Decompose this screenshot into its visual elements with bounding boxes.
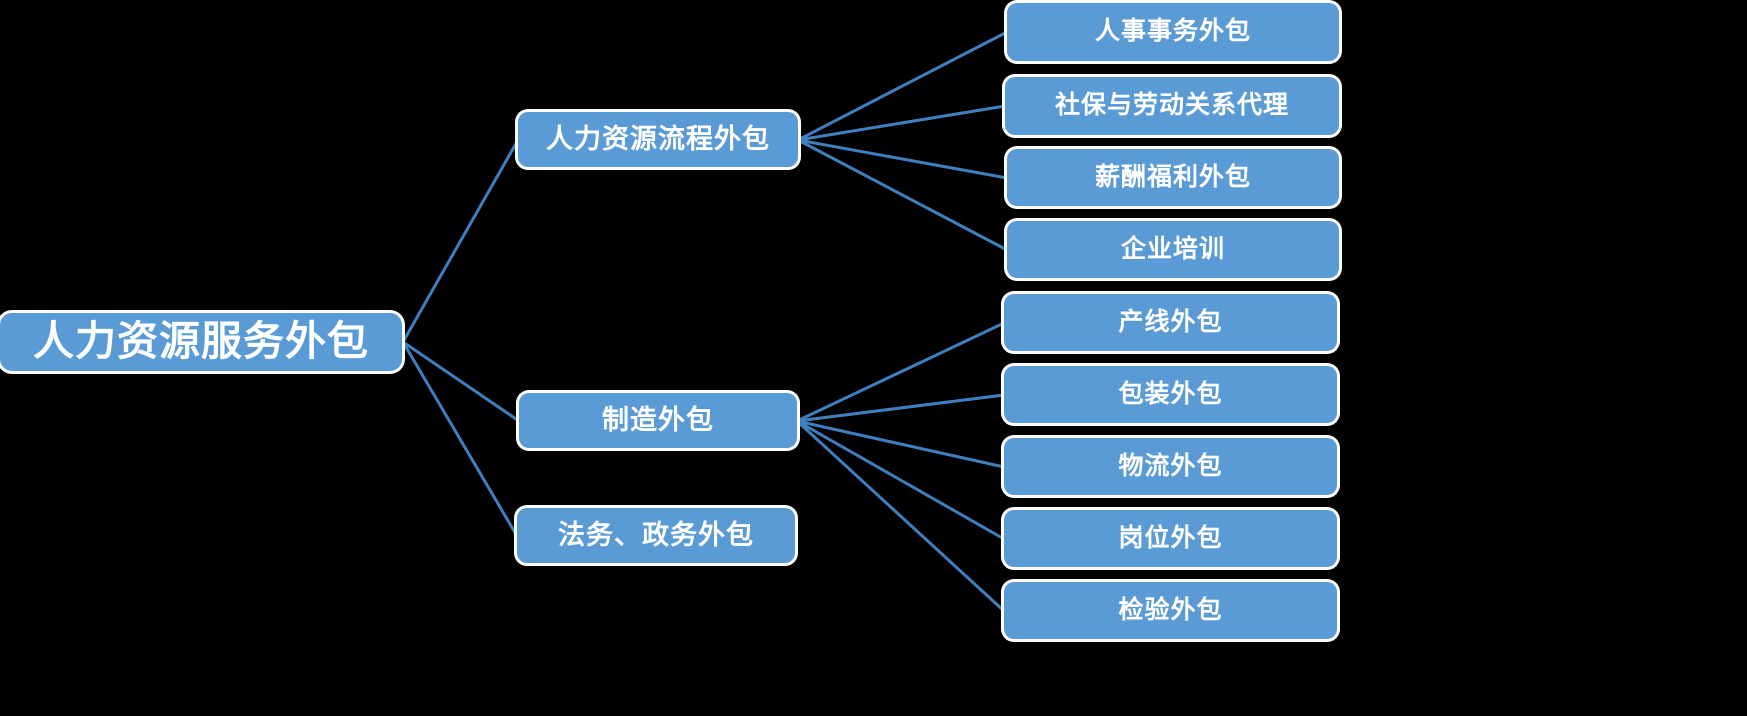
node-label: 人事事务外包: [1094, 17, 1251, 46]
leaf-node-hr-process-2[interactable]: 薪酬福利外包: [1007, 149, 1339, 206]
node-label: 产线外包: [1118, 307, 1223, 336]
connector-line: [402, 340, 520, 423]
connector-line: [796, 393, 1005, 423]
leaf-node-hr-process-0[interactable]: 人事事务外包: [1007, 3, 1339, 61]
connector-line: [796, 419, 1005, 469]
node-label: 包装外包: [1118, 379, 1223, 408]
node-label: 岗位外包: [1118, 523, 1223, 552]
branch-node-hr-process[interactable]: 人力资源流程外包: [518, 112, 798, 167]
node-label: 人力资源流程外包: [546, 123, 770, 154]
node-label: 人力资源服务外包: [33, 318, 369, 365]
leaf-node-manufacturing-4[interactable]: 检验外包: [1004, 582, 1337, 639]
connector-line: [797, 30, 1008, 142]
node-label: 薪酬福利外包: [1094, 162, 1251, 191]
leaf-node-manufacturing-2[interactable]: 物流外包: [1004, 438, 1337, 495]
leaf-node-manufacturing-3[interactable]: 岗位外包: [1004, 510, 1337, 567]
connector-line: [797, 104, 1006, 142]
branch-node-manufacturing[interactable]: 制造外包: [519, 393, 797, 448]
node-label: 企业培训: [1120, 234, 1225, 263]
connector-line: [401, 341, 519, 537]
connector-line: [796, 321, 1005, 423]
node-label: 社保与劳动关系代理: [1054, 91, 1289, 120]
node-label: 物流外包: [1118, 451, 1223, 480]
node-label: 法务、政务外包: [558, 519, 754, 550]
root-node[interactable]: 人力资源服务外包: [0, 313, 402, 371]
connector-line: [797, 138, 1008, 252]
node-label: 制造外包: [602, 404, 714, 435]
branch-node-legal-gov[interactable]: 法务、政务外包: [517, 508, 795, 563]
leaf-node-hr-process-1[interactable]: 社保与劳动关系代理: [1005, 77, 1339, 135]
node-label: 检验外包: [1118, 595, 1223, 624]
leaf-node-manufacturing-0[interactable]: 产线外包: [1004, 294, 1337, 351]
connector-line: [401, 139, 520, 343]
connector-line: [795, 419, 1006, 613]
leaf-node-hr-process-3[interactable]: 企业培训: [1007, 221, 1339, 278]
leaf-node-manufacturing-1[interactable]: 包装外包: [1004, 366, 1337, 423]
connector-line: [797, 138, 1008, 180]
connector-line: [796, 419, 1005, 541]
